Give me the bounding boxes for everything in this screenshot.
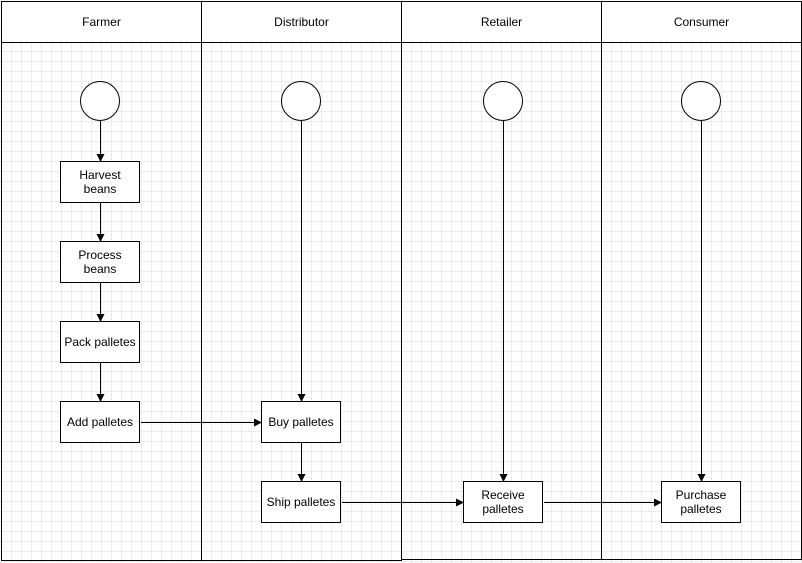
node-receive-palletes[interactable]: Receive palletes [463, 481, 543, 523]
node-harvest-beans-label: Harvest beans [79, 168, 121, 196]
node-pack-palletes[interactable]: Pack palletes [60, 321, 140, 363]
node-process-beans[interactable]: Process beans [60, 241, 140, 283]
node-receive-palletes-label: Receive palletes [481, 488, 525, 516]
node-process-beans-label: Process beans [78, 248, 122, 276]
lane-distributor: Distributor [201, 1, 402, 561]
lane-farmer: Farmer [1, 1, 202, 561]
node-pack-palletes-label: Pack palletes [64, 335, 136, 349]
node-purchase-palletes-label: Purchase palletes [675, 488, 727, 516]
node-harvest-beans[interactable]: Harvest beans [60, 161, 140, 203]
lane-header-distributor: Distributor [202, 2, 401, 43]
start-node-retailer[interactable] [483, 81, 523, 121]
start-node-distributor[interactable] [281, 81, 321, 121]
start-node-consumer[interactable] [681, 81, 721, 121]
node-ship-palletes-label: Ship palletes [266, 495, 336, 509]
start-node-farmer[interactable] [80, 81, 120, 121]
node-add-palletes-label: Add palletes [66, 415, 134, 429]
node-buy-palletes[interactable]: Buy palletes [261, 401, 341, 443]
lane-header-consumer: Consumer [602, 2, 801, 43]
node-buy-palletes-label: Buy palletes [268, 415, 334, 429]
node-add-palletes[interactable]: Add palletes [60, 401, 140, 443]
lane-header-retailer: Retailer [402, 2, 601, 43]
node-ship-palletes[interactable]: Ship palletes [261, 481, 341, 523]
lane-header-farmer: Farmer [2, 2, 201, 43]
node-purchase-palletes[interactable]: Purchase palletes [661, 481, 741, 523]
